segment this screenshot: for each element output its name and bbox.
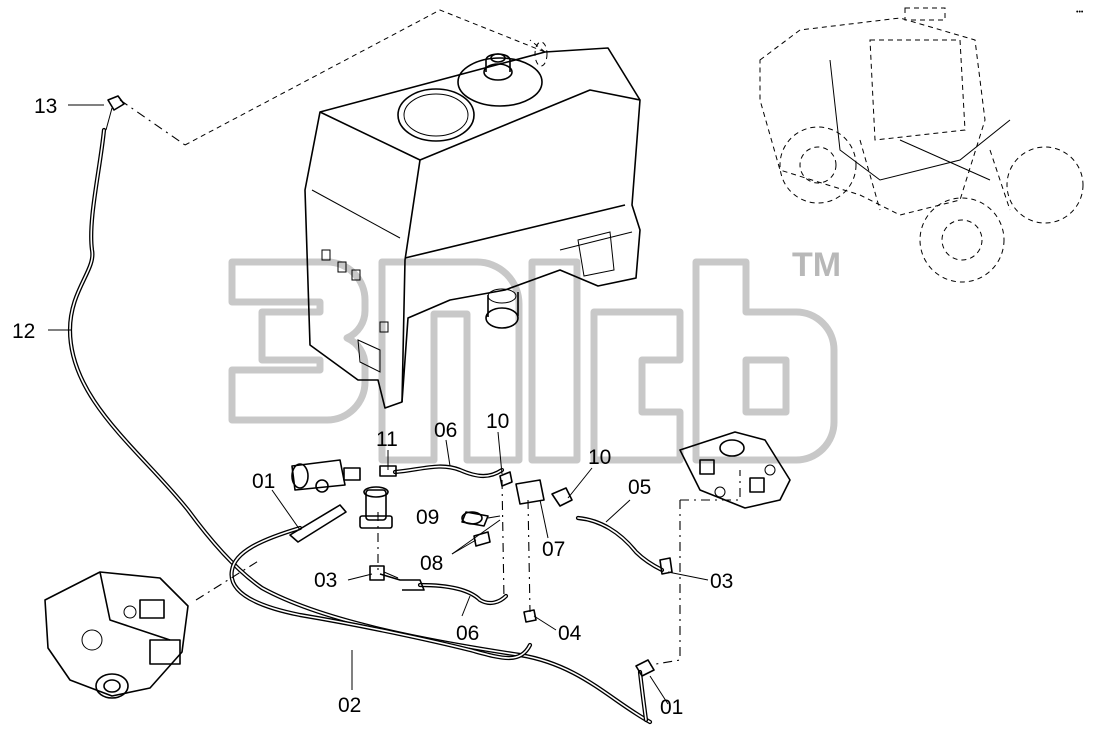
callout-13: 13 [34,95,57,118]
valve-assembly [291,459,361,493]
callout-07: 07 [542,538,565,561]
hydraulic-pump [44,571,189,699]
hose-06-lower [379,573,509,606]
breather-fitting [105,95,125,131]
callout-09: 09 [416,506,439,529]
callout-06-lower: 06 [456,622,479,645]
callout-08: 08 [420,552,443,575]
callout-02: 02 [338,694,361,717]
callout-01-upper: 01 [252,470,275,493]
callout-11: 11 [376,428,398,451]
callout-05: 05 [628,476,651,499]
machine-overview [759,7,1084,283]
tee-fitting [369,565,399,581]
callout-03-left: 03 [314,569,337,592]
callout-10-upper: 10 [486,410,509,433]
trademark-mark: TM [792,246,841,284]
hose-01-lower [635,659,655,723]
callout-10-right: 10 [588,446,611,469]
callout-12: 12 [12,320,35,343]
hydraulic-tank [184,9,641,409]
callout-04: 04 [558,622,582,645]
callout-03-right: 03 [710,570,733,593]
distribution-block [461,471,673,623]
filter-cartridge [359,486,393,529]
corner-text: ••• [1076,9,1084,16]
callout-01-lower: 01 [660,696,683,719]
watermark-logo: TM [228,246,841,464]
control-valve [679,431,791,509]
hose-06-upper [379,464,505,479]
hose-02 [229,504,533,661]
leader-lines [48,104,709,705]
callout-labels: 13 12 11 10 10 06 06 01 01 09 08 07 05 0… [12,95,733,719]
hose-05 [575,515,665,573]
callout-06-upper: 06 [434,419,457,442]
